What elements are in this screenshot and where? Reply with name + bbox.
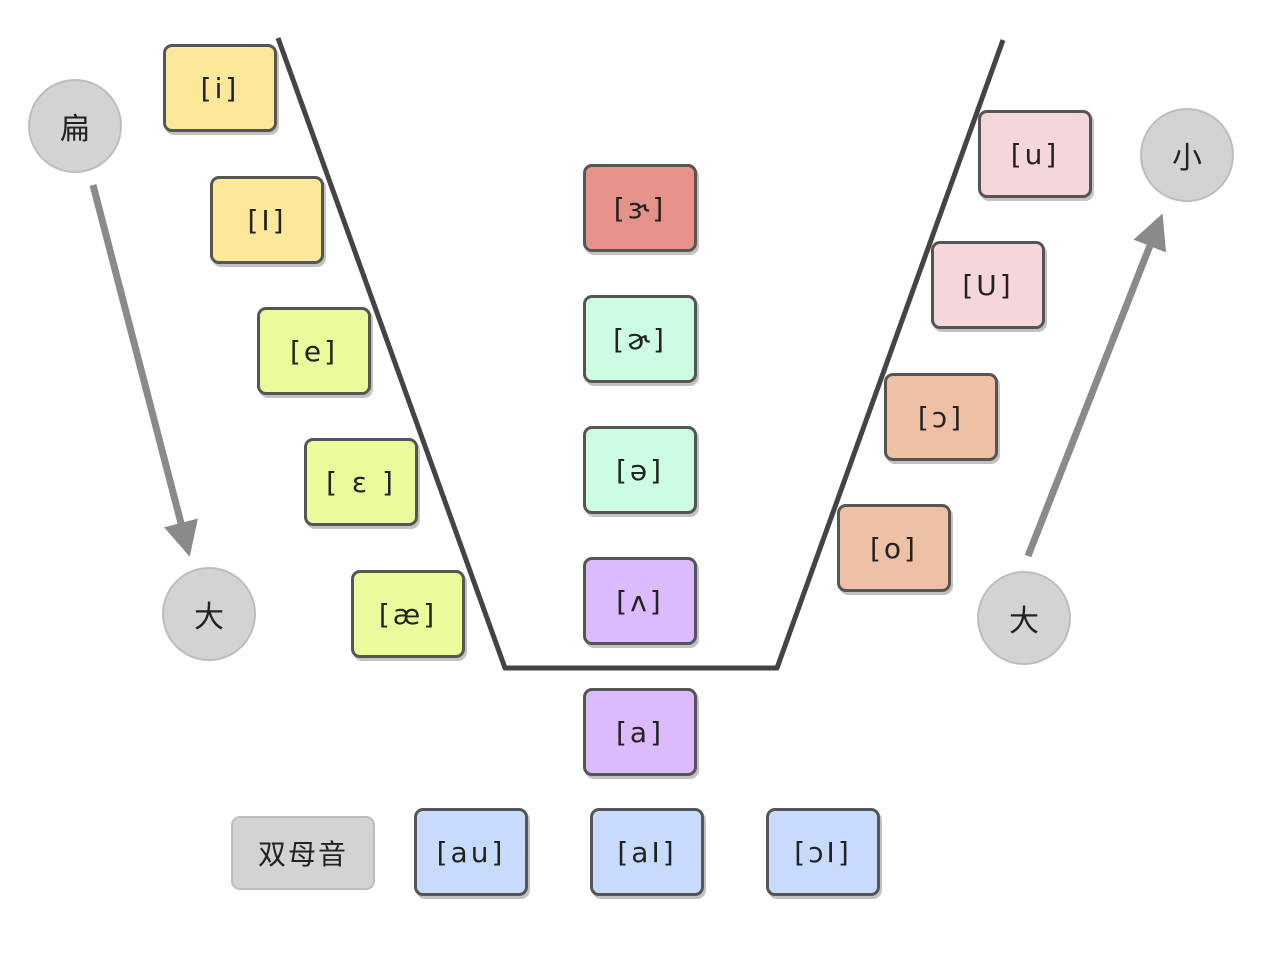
- vowel-label: [e]: [289, 334, 339, 368]
- vowel-label: [ə]: [615, 453, 665, 487]
- vowel-label: [ɝ]: [613, 191, 667, 225]
- vowel-label: [i]: [200, 71, 240, 105]
- circle-big-right-label: 大: [1009, 604, 1039, 639]
- vowel-box-i: [i]: [163, 44, 277, 132]
- vowel-label: [U]: [962, 268, 1014, 302]
- vowel-label: [ʌ]: [616, 584, 664, 618]
- vowel-box-U: [U]: [931, 241, 1045, 329]
- vowel-box-o: [o]: [837, 504, 951, 592]
- trapezoid-outline: [275, 37, 1006, 671]
- circle-flat-label: 扁: [60, 112, 90, 147]
- vowel-box-open-o: [ɔ]: [884, 373, 998, 461]
- vowel-label: [æ]: [378, 597, 438, 631]
- vowel-label: [a]: [615, 715, 664, 749]
- vowel-label: [ ε ]: [326, 465, 396, 499]
- circle-flat: 扁: [28, 79, 122, 173]
- vowel-label: [ɔ]: [917, 400, 965, 434]
- vowel-label: [u]: [1010, 137, 1060, 171]
- vowel-label: [o]: [870, 531, 918, 565]
- diphthong-label-box: 双母音: [231, 816, 375, 890]
- diphthong-box-oi: [ɔI]: [766, 808, 880, 896]
- diphthong-text: [aI]: [617, 835, 677, 869]
- circle-big-left: 大: [162, 567, 256, 661]
- diphthong-box-au: [au]: [414, 808, 528, 896]
- circle-small-label: 小: [1172, 141, 1202, 176]
- vowel-box-I: [I]: [210, 176, 324, 264]
- diphthong-text: [ɔI]: [794, 835, 852, 869]
- vowel-box-er-unstressed: [ɚ]: [583, 295, 697, 383]
- arrow-flat-to-big: [89, 184, 198, 557]
- diphthong-label: 双母音: [257, 838, 348, 871]
- vowel-label: [I]: [247, 203, 287, 237]
- vowel-label: [ɚ]: [613, 322, 667, 356]
- vowel-box-e: [e]: [257, 307, 371, 395]
- vowel-box-wedge: [ʌ]: [583, 557, 697, 645]
- diphthong-box-ai: [aI]: [590, 808, 704, 896]
- circle-small: 小: [1140, 108, 1234, 202]
- vowel-box-epsilon: [ ε ]: [304, 438, 418, 526]
- vowel-box-er-stressed: [ɝ]: [583, 164, 697, 252]
- vowel-box-ae: [æ]: [351, 570, 465, 658]
- circle-big-right: 大: [977, 571, 1071, 665]
- vowel-box-a: [a]: [583, 688, 697, 776]
- arrow-big-to-small: [1024, 213, 1167, 558]
- circle-big-left-label: 大: [194, 600, 224, 635]
- vowel-box-u: [u]: [978, 110, 1092, 198]
- vowel-box-schwa: [ə]: [583, 426, 697, 514]
- diphthong-text: [au]: [436, 835, 506, 869]
